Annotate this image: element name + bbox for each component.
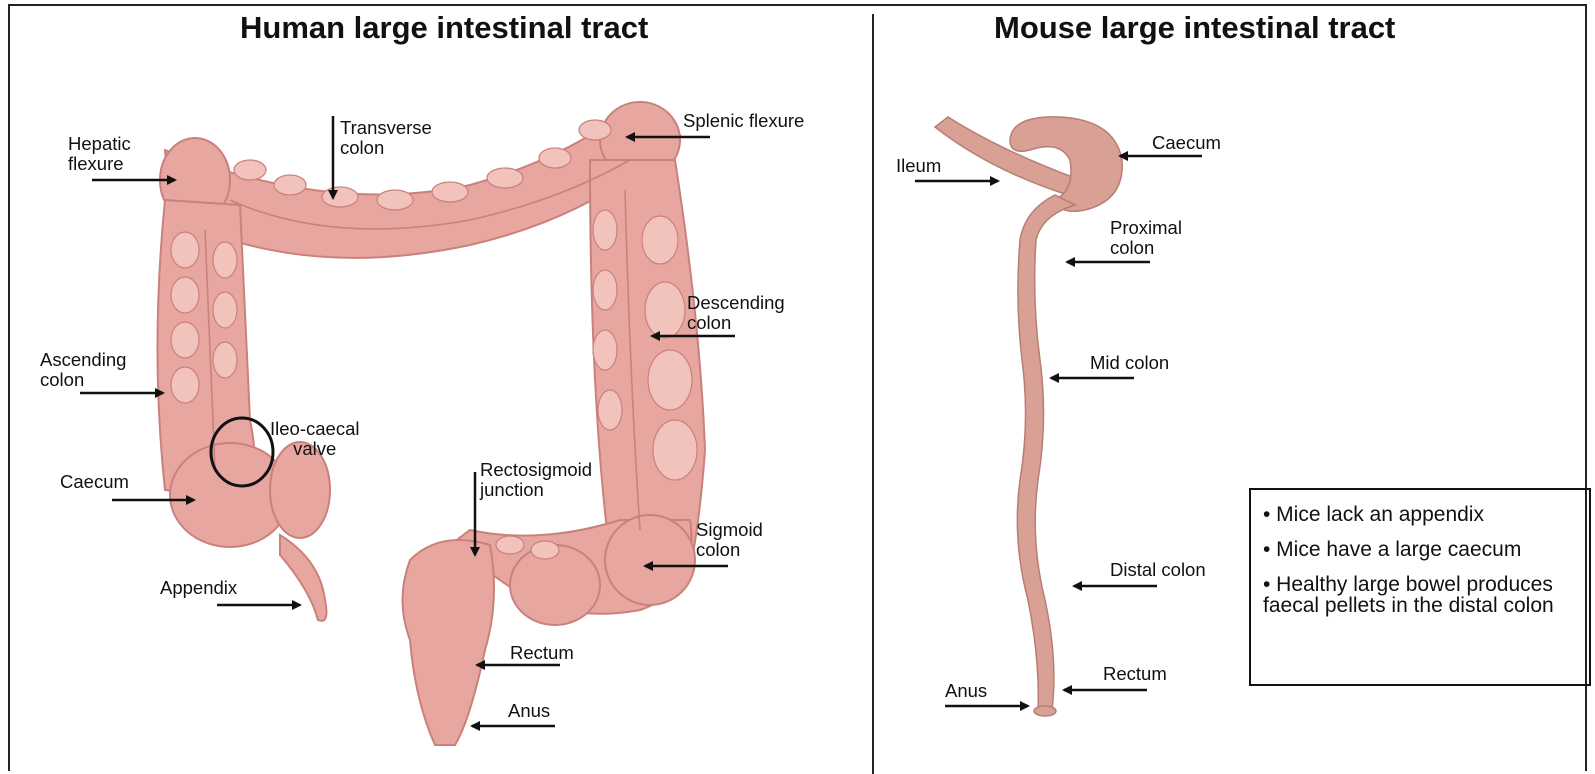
label-proximal-colon: Proximal colon bbox=[1110, 218, 1182, 258]
label-appendix: Appendix bbox=[160, 578, 237, 598]
label-rectum-mouse: Rectum bbox=[1103, 664, 1167, 684]
rectum-shape bbox=[403, 540, 495, 745]
label-caecum-human: Caecum bbox=[60, 472, 129, 492]
appendix-shape bbox=[280, 535, 326, 621]
note-item: • Mice have a large caecum bbox=[1263, 539, 1583, 560]
label-sigmoid-colon: Sigmoid colon bbox=[696, 520, 763, 560]
label-caecum-mouse: Caecum bbox=[1152, 133, 1221, 153]
label-anus-human: Anus bbox=[508, 701, 550, 721]
label-distal-colon: Distal colon bbox=[1110, 560, 1206, 580]
label-ileum: Ileum bbox=[896, 156, 941, 176]
label-ileo-caecal-valve: Ileo-caecal valve bbox=[270, 419, 359, 459]
note-item: • Mice lack an appendix bbox=[1263, 504, 1583, 525]
label-hepatic-flexure: Hepatic flexure bbox=[68, 134, 131, 174]
label-splenic-flexure: Splenic flexure bbox=[683, 111, 804, 131]
label-descending-colon: Descending colon bbox=[687, 293, 785, 333]
comparison-notes-box: • Mice lack an appendix • Mice have a la… bbox=[1249, 488, 1591, 686]
mouse-colon-shape bbox=[1017, 195, 1075, 710]
label-anus-mouse: Anus bbox=[945, 681, 987, 701]
note-item: • Healthy large bowel produces faecal pe… bbox=[1263, 574, 1583, 616]
label-rectosigmoid-junction: Rectosigmoid junction bbox=[480, 460, 592, 500]
human-colon bbox=[158, 102, 706, 745]
label-mid-colon: Mid colon bbox=[1090, 353, 1169, 373]
label-transverse-colon: Transverse colon bbox=[340, 118, 432, 158]
label-ascending-colon: Ascending colon bbox=[40, 350, 126, 390]
mouse-intestine bbox=[935, 117, 1122, 716]
label-rectum-human: Rectum bbox=[510, 643, 574, 663]
